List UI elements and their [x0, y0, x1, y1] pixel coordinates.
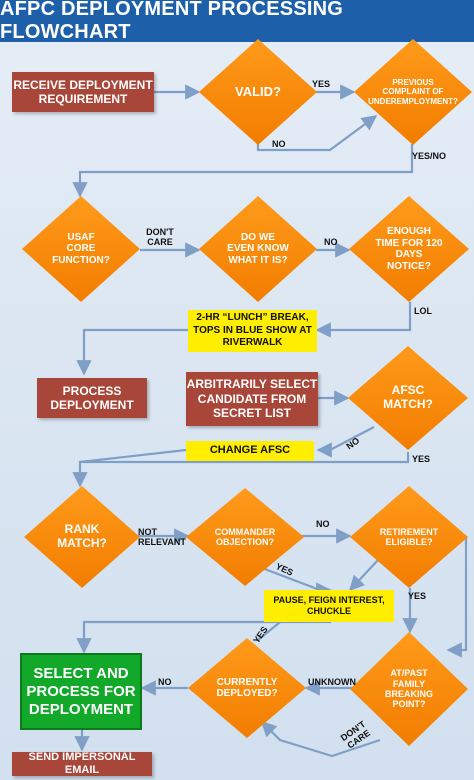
- enough-lol-label: LOL: [414, 306, 432, 316]
- usaf-core-decision: USAF CORE FUNCTION?: [22, 196, 140, 302]
- currently-deployed-decision: CURRENTLY DEPLOYED?: [188, 638, 306, 738]
- enough-time-decision: ENOUGH TIME FOR 120 DAYS NOTICE?: [349, 196, 469, 302]
- arrow-enough-lunch: [315, 302, 412, 338]
- rank-match-decision: RANK MATCH?: [24, 486, 140, 588]
- afsc-match-label: AFSC MATCH?: [383, 383, 433, 411]
- previous-complaint-decision: PREVIOUS COMPLAINT OF UNDEREMPLOYMENT?: [354, 39, 472, 145]
- valid-no-label: NO: [272, 139, 286, 149]
- valid-label: VALID?: [235, 83, 281, 99]
- family-unknown-label: UNKNOWN: [308, 677, 356, 687]
- currently-deployed-label: CURRENTLY DEPLOYED?: [216, 676, 278, 700]
- commander-objection-decision: COMMANDER OBJECTION?: [186, 488, 304, 586]
- lunch-break-note: 2-HR “LUNCH” BREAK, TOPS IN BLUE SHOW AT…: [188, 310, 317, 352]
- enough-time-label: ENOUGH TIME FOR 120 DAYS NOTICE?: [375, 226, 443, 272]
- family-breaking-decision: AT/PAST FAMILY BREAKING POINT?: [350, 632, 468, 746]
- arrow-afsc-rank: [72, 452, 410, 488]
- arrow-previous-usaf: [72, 144, 414, 198]
- commander-no-label: NO: [316, 519, 330, 529]
- retirement-eligible-decision: RETIREMENT ELIGIBLE?: [350, 486, 468, 588]
- select-process-box: SELECT AND PROCESS FOR DEPLOYMENT: [20, 653, 142, 730]
- deployed-no-label: NO: [158, 677, 172, 687]
- retirement-eligible-label: RETIREMENT ELIGIBLE?: [379, 526, 439, 547]
- rank-notrelevant-label: NOT RELEVANT: [138, 527, 186, 547]
- valid-decision: VALID?: [199, 39, 317, 145]
- send-email-box: SEND IMPERSONAL EMAIL: [12, 751, 152, 776]
- know-no-label: NO: [324, 237, 338, 247]
- arrow-retirement-pause: [348, 559, 379, 592]
- previous-complaint-label: PREVIOUS COMPLAINT OF UNDEREMPLOYMENT?: [368, 78, 458, 106]
- usaf-dontcare-label: DON'T CARE: [146, 227, 174, 247]
- afsc-yes-label: YES: [412, 454, 431, 464]
- arrow-change-rank: [79, 448, 187, 464]
- arbitrary-select-box: ARBITRARILY SELECT CANDIDATE FROM SECRET…: [186, 372, 318, 426]
- change-afsc-note: CHANGE AFSC: [186, 441, 314, 461]
- retirement-yes-label: YES: [408, 591, 427, 601]
- arrow-valid-no: [256, 115, 378, 152]
- rank-match-label: RANK MATCH?: [57, 522, 107, 550]
- afsc-match-decision: AFSC MATCH?: [348, 346, 468, 450]
- process-deployment-box: PROCESS DEPLOYMENT: [37, 378, 147, 418]
- valid-yes-label: YES: [312, 79, 331, 89]
- arrow-right-family: [446, 536, 468, 658]
- receive-deployment-box: RECEIVE DEPLOYMENT REQUIREMENT: [12, 72, 154, 112]
- commander-objection-label: COMMANDER OBJECTION?: [214, 526, 276, 547]
- previous-yesno-label: YES/NO: [412, 151, 447, 161]
- usaf-core-label: USAF CORE FUNCTION?: [52, 231, 110, 266]
- arrow-family-dontcare: [260, 720, 381, 758]
- arrow-afsc-change: [316, 426, 375, 458]
- family-breaking-label: AT/PAST FAMILY BREAKING POINT?: [384, 668, 433, 710]
- know-what-label: DO WE EVEN KNOW WHAT IT IS?: [227, 231, 289, 266]
- page-title: AFPC DEPLOYMENT PROCESSING FLOWCHART: [0, 0, 474, 43]
- pause-chuckle-note: PAUSE, FEIGN INTEREST, CHUCKLE: [264, 590, 394, 622]
- know-what-decision: DO WE EVEN KNOW WHAT IT IS?: [199, 196, 317, 302]
- arrow-lunch-process: [76, 328, 188, 376]
